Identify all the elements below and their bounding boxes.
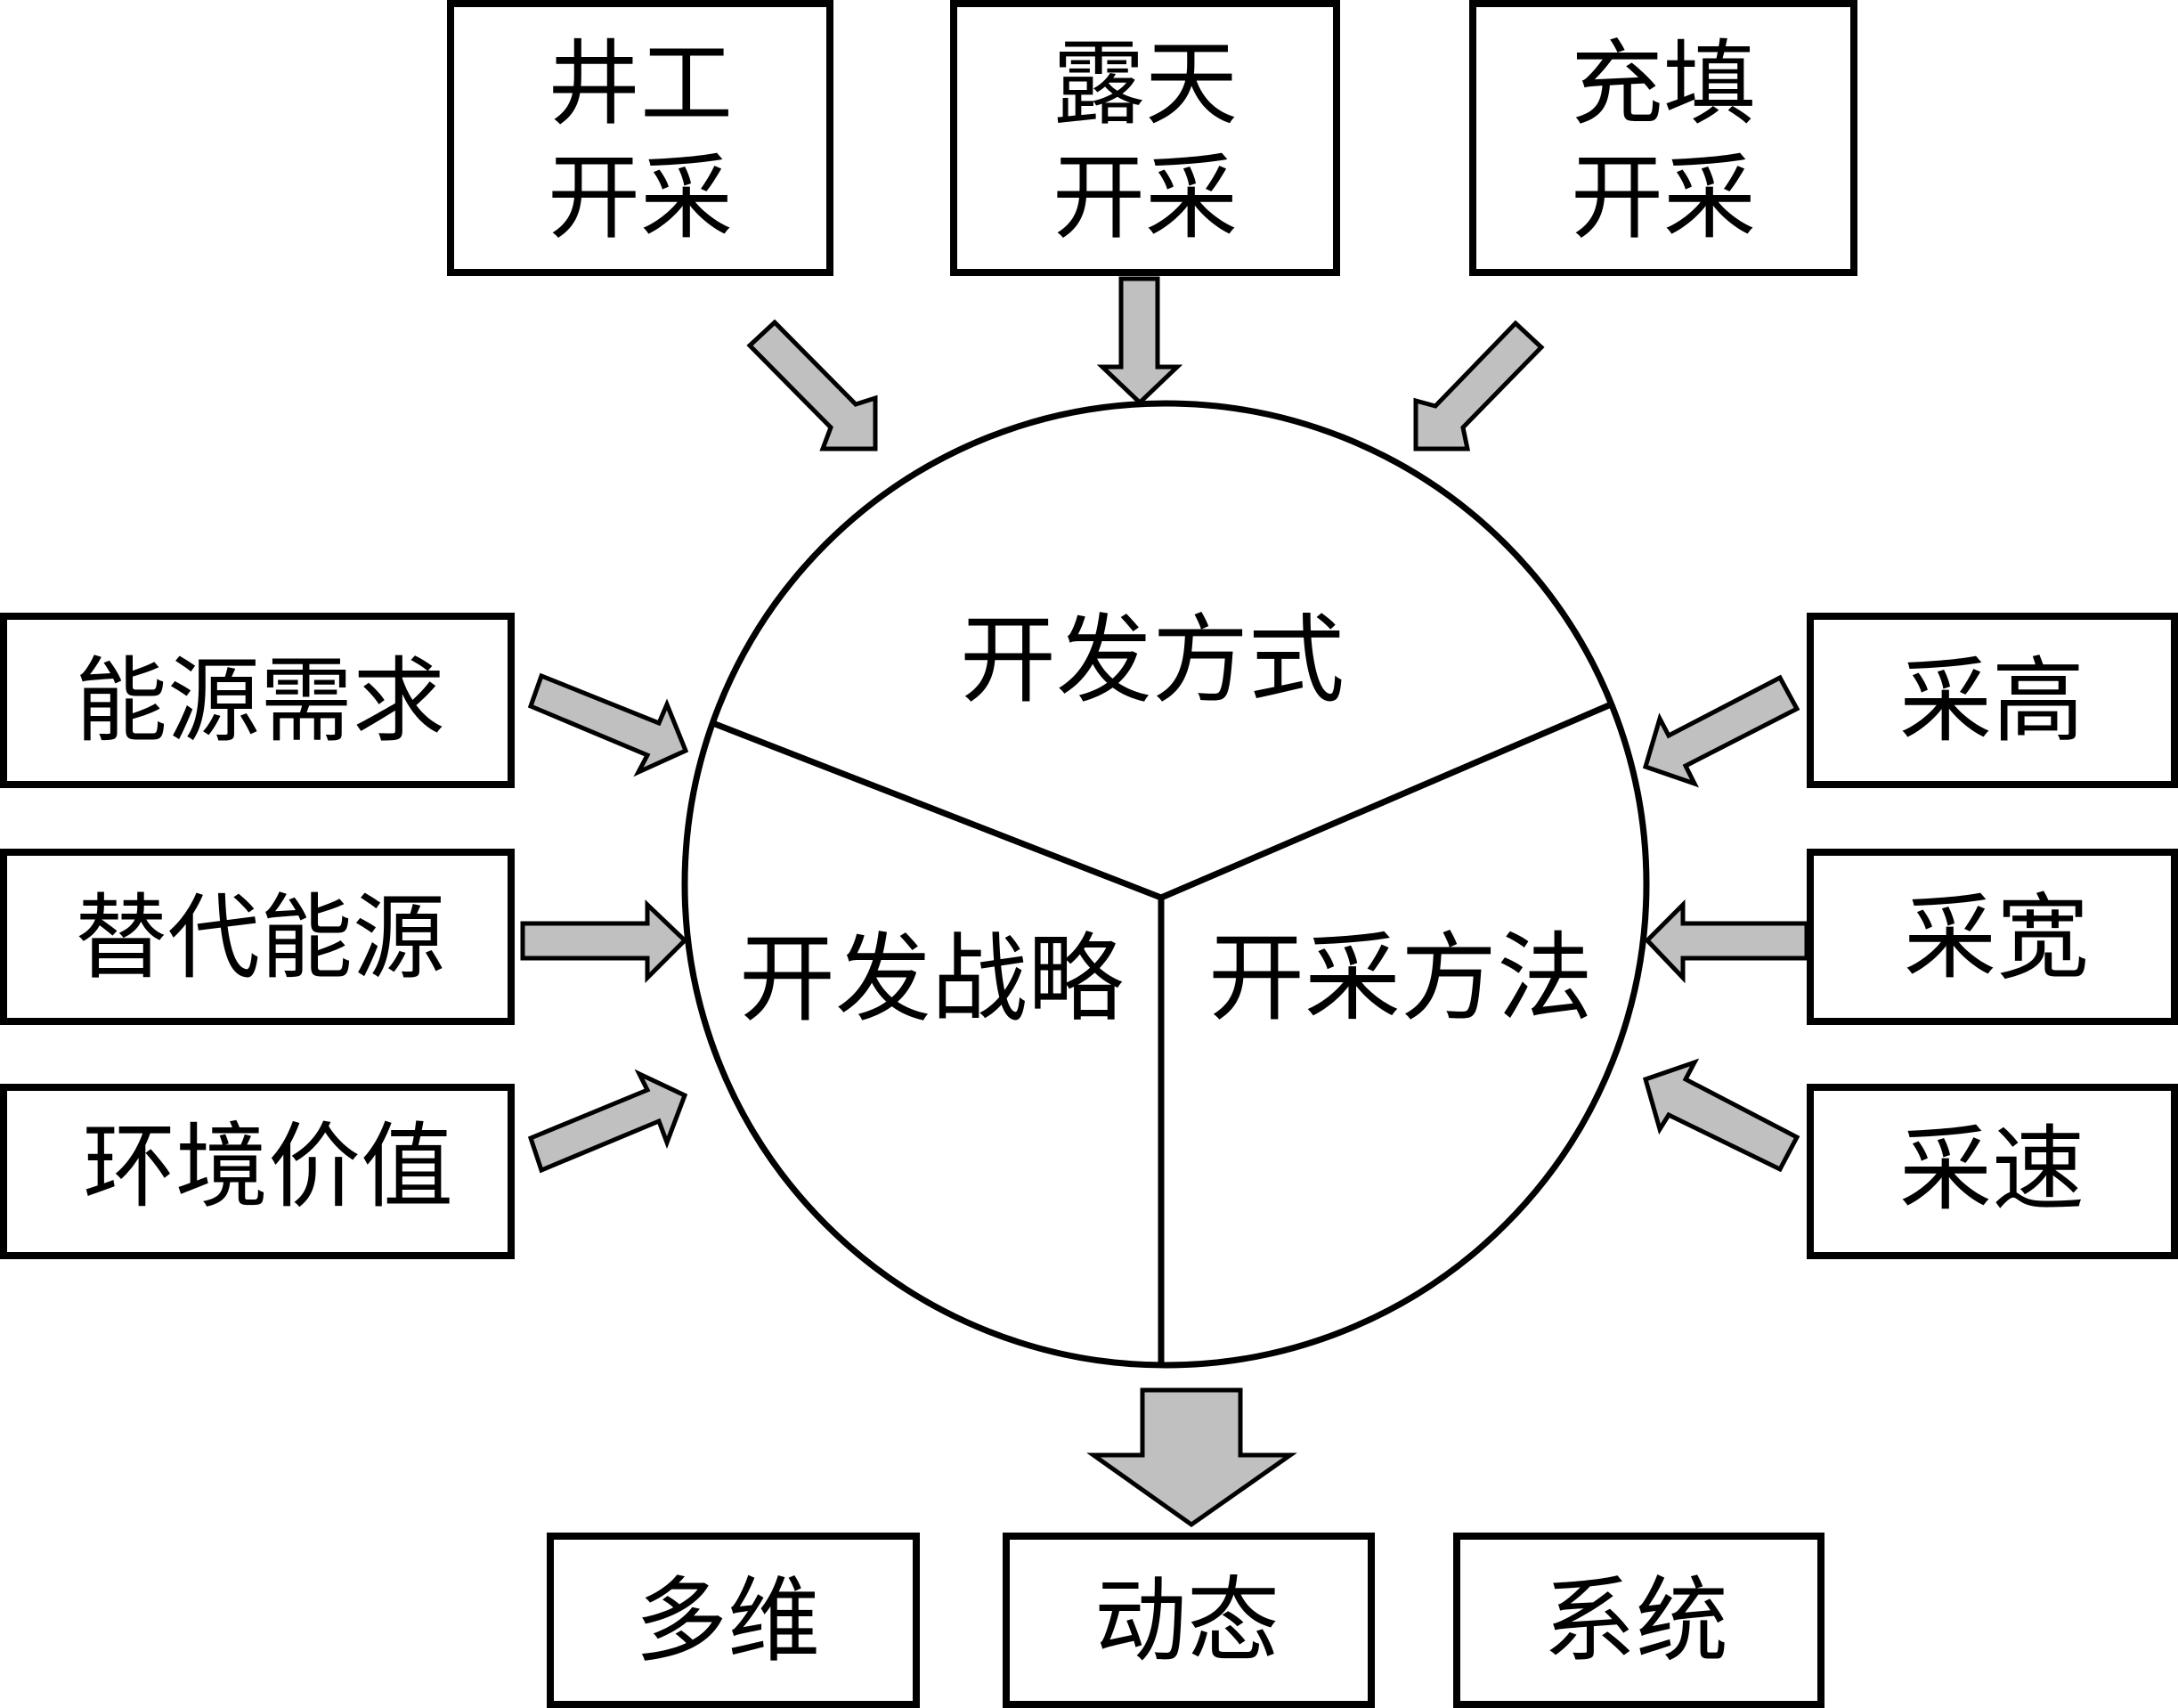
- top-box-frame: [1469, 0, 1857, 276]
- top-box-label-line-1: 露天: [1052, 29, 1238, 138]
- arrow-mining-height-to-circle: [1642, 674, 1800, 788]
- top-box-label-line-2: 开采: [1052, 143, 1238, 252]
- bottom-box-frame: [547, 1533, 920, 1708]
- bottom-box-label: 系统: [1543, 1566, 1728, 1675]
- left-box-frame: [0, 613, 515, 788]
- left-box-energy-demand: 能源需求: [0, 613, 515, 788]
- left-box-label: 替代能源: [75, 883, 445, 992]
- left-box-environmental-value: 环境价值: [0, 1084, 515, 1259]
- central-circle: [681, 400, 1650, 1369]
- right-box-mining-width: 采宽: [1807, 849, 2178, 1025]
- bottom-box-multi-dimensional: 多维: [547, 1533, 920, 1708]
- right-box-frame: [1807, 613, 2178, 788]
- arrow-alternative-energy-to-circle: [520, 899, 688, 984]
- right-box-label: 采宽: [1904, 883, 2089, 992]
- left-box-frame: [0, 849, 515, 1025]
- top-box-open-pit-mining: 露天 开采: [950, 0, 1340, 276]
- arrow-energy-demand-to-circle: [527, 672, 689, 777]
- top-box-label-line-2: 开采: [548, 143, 733, 252]
- arrow-mining-speed-to-circle: [1642, 1058, 1800, 1173]
- bottom-box-dynamic: 动态: [1003, 1533, 1375, 1708]
- divider-left: [713, 720, 1163, 901]
- bottom-box-frame: [1453, 1533, 1824, 1708]
- arrow-circle-to-outcomes: [1086, 1387, 1297, 1528]
- right-box-label: 采高: [1899, 647, 2085, 755]
- bottom-box-label: 多维: [635, 1566, 820, 1675]
- top-box-underground-mining: 井工 开采: [447, 0, 833, 276]
- right-box-mining-height: 采高: [1807, 613, 2178, 788]
- arrow-mining-width-to-circle: [1644, 899, 1809, 984]
- top-box-label-line-1: 充填: [1571, 29, 1756, 138]
- right-box-frame: [1807, 849, 2178, 1025]
- top-box-label-line-2: 开采: [1571, 143, 1756, 252]
- right-box-frame: [1807, 1084, 2178, 1259]
- sector-label-development-strategy: 开发战略: [739, 924, 1124, 1036]
- bottom-box-label: 动态: [1094, 1566, 1280, 1675]
- top-box-backfill-mining: 充填 开采: [1469, 0, 1857, 276]
- arrow-underground-to-circle: [746, 319, 878, 451]
- sector-label-development-mode: 开发方式: [960, 606, 1345, 717]
- left-box-frame: [0, 1084, 515, 1259]
- top-box-frame: [950, 0, 1340, 276]
- arrow-backfill-to-circle: [1413, 320, 1545, 451]
- divider-right: [1159, 702, 1611, 901]
- left-box-alternative-energy: 替代能源: [0, 849, 515, 1025]
- top-box-frame: [447, 0, 833, 276]
- right-box-mining-speed: 采速: [1807, 1084, 2178, 1259]
- bottom-box-systematic: 系统: [1453, 1533, 1824, 1708]
- bottom-box-frame: [1003, 1533, 1375, 1708]
- left-box-label: 能源需求: [75, 647, 445, 755]
- top-box-label-line-1: 井工: [548, 29, 733, 138]
- arrow-environmental-value-to-circle: [527, 1069, 688, 1174]
- right-box-label: 采速: [1899, 1115, 2085, 1224]
- sector-label-mining-method: 开采方法: [1208, 923, 1593, 1035]
- left-box-label: 环境价值: [83, 1112, 453, 1221]
- arrow-open-pit-to-circle: [1096, 276, 1183, 406]
